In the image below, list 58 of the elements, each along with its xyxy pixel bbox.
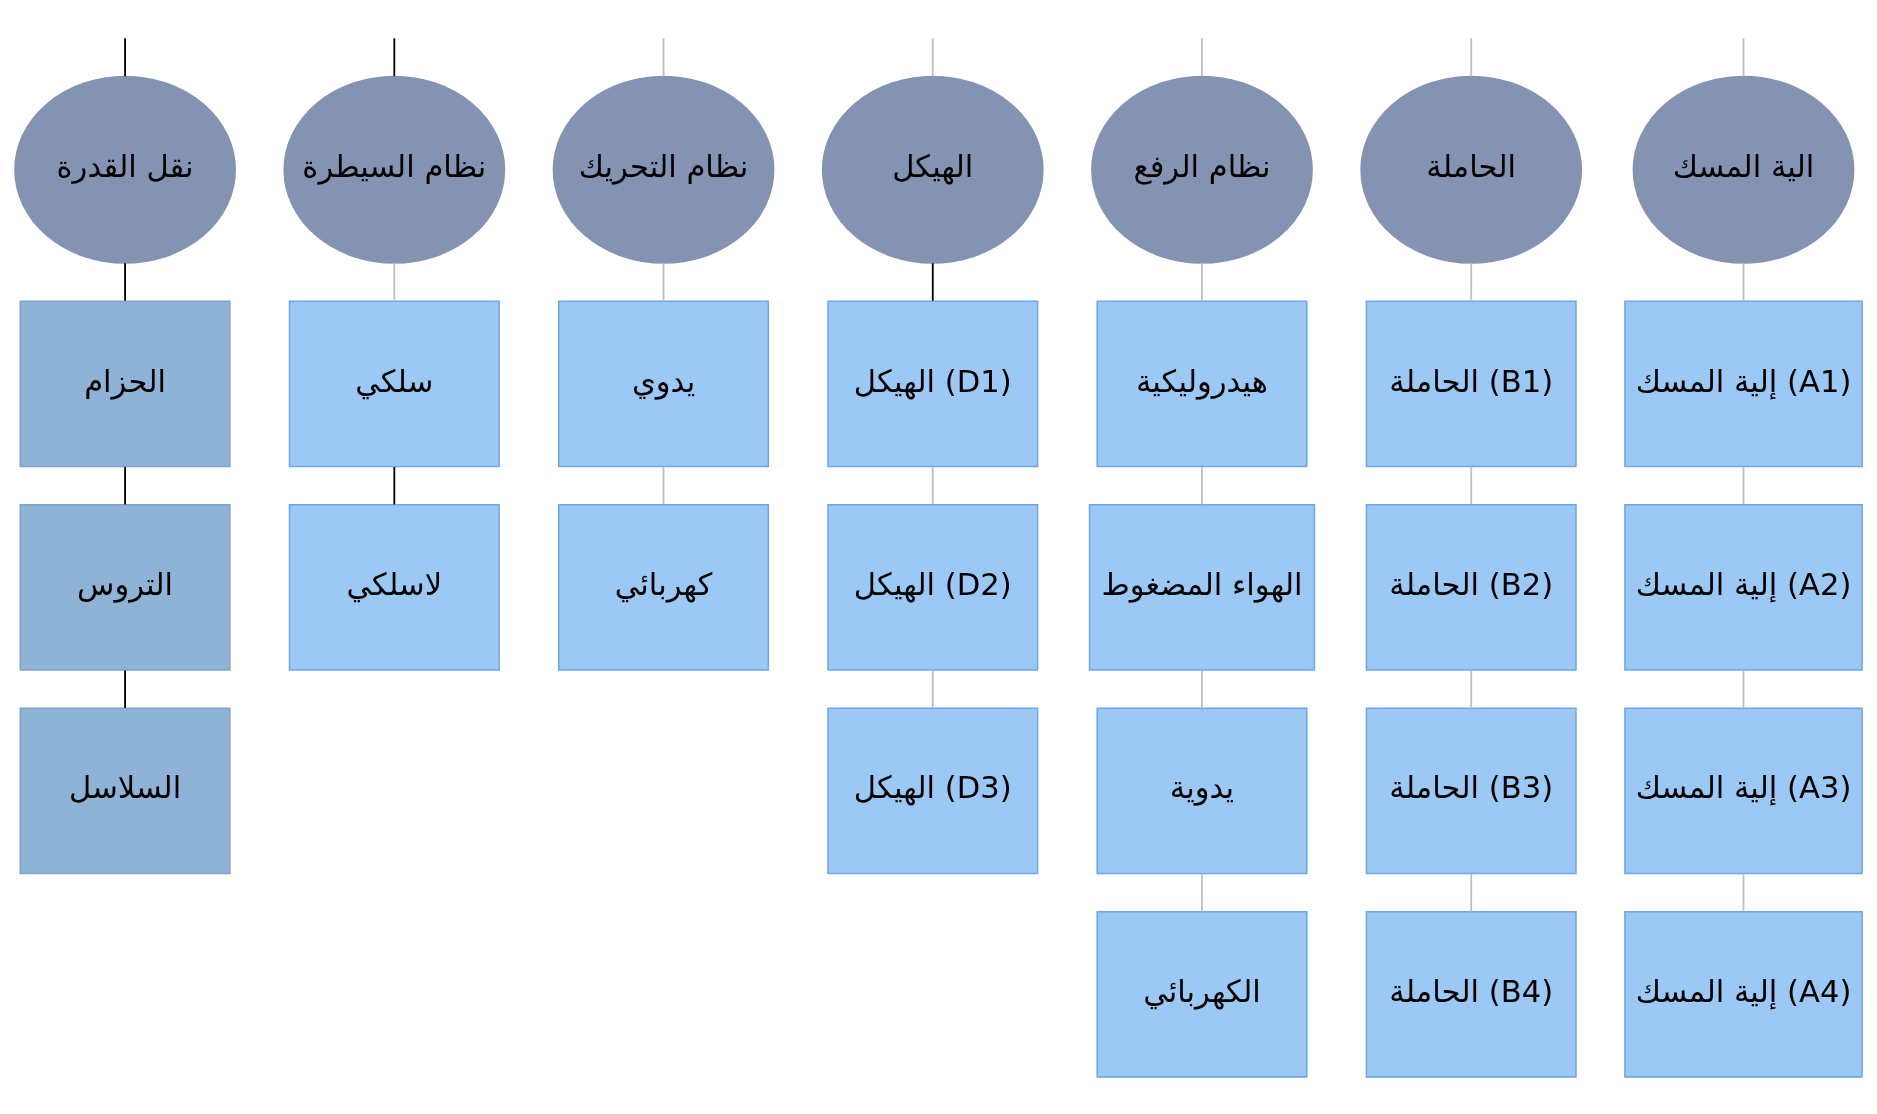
node-box: يدوي (558, 300, 770, 468)
connector (124, 669, 126, 709)
connector (393, 466, 396, 506)
node-box: الهيكل (D2) (827, 504, 1039, 671)
node-box: التروس (19, 504, 231, 671)
connector (1470, 466, 1473, 506)
node-box: لاسلكي (288, 504, 500, 671)
connector (393, 37, 396, 78)
connector (1742, 262, 1745, 302)
connector (1742, 669, 1745, 709)
node-ellipse: الهيكل (821, 75, 1044, 264)
connector (662, 262, 665, 302)
node-ellipse: نقل القدرة (14, 75, 236, 264)
node-box: هيدروليكية (1096, 300, 1308, 468)
connector (1201, 872, 1203, 913)
node-ellipse: الية المسك (1632, 75, 1855, 264)
node-box: سلكي (288, 300, 500, 468)
node-box: إلية المسك (A4) (1624, 910, 1863, 1078)
connector (1742, 872, 1745, 913)
node-ellipse: نظام الرفع (1091, 75, 1313, 264)
connector (124, 262, 126, 302)
node-box: الكهربائي (1096, 910, 1308, 1078)
connector (1201, 466, 1203, 506)
connector (1470, 37, 1473, 78)
node-box: الحاملة (B4) (1365, 910, 1577, 1078)
connector (1470, 872, 1473, 913)
node-box: إلية المسك (A1) (1624, 300, 1863, 468)
node-ellipse: الحاملة (1360, 75, 1583, 264)
connector (662, 37, 665, 78)
node-box: إلية المسك (A3) (1624, 707, 1863, 875)
node-box: الهواء المضغوط (1088, 504, 1316, 671)
connector (1201, 37, 1203, 78)
node-box: الهيكل (D3) (827, 707, 1039, 875)
connector (1742, 466, 1745, 506)
connector (931, 466, 934, 506)
connector (1201, 669, 1203, 709)
connector (931, 669, 934, 709)
node-box: يدوية (1096, 707, 1308, 875)
node-box: السلاسل (19, 707, 231, 875)
node-box: الحزام (19, 300, 231, 468)
connector (662, 466, 665, 506)
connector (1742, 37, 1745, 78)
connector (931, 262, 934, 302)
connector (393, 262, 396, 302)
node-box: الحاملة (B2) (1365, 504, 1577, 671)
node-box: الحاملة (B1) (1365, 300, 1577, 468)
node-ellipse: نظام السيطرة (283, 75, 506, 264)
node-box: كهربائي (558, 504, 770, 671)
node-ellipse: نظام التحريك (552, 75, 775, 264)
node-box: الحاملة (B3) (1365, 707, 1577, 875)
connector (124, 37, 126, 78)
node-box: إلية المسك (A2) (1624, 504, 1863, 671)
connector (1470, 669, 1473, 709)
connector (931, 37, 934, 78)
connector (1470, 262, 1473, 302)
connector (124, 466, 126, 506)
node-box: الهيكل (D1) (827, 300, 1039, 468)
connector (1201, 262, 1203, 302)
